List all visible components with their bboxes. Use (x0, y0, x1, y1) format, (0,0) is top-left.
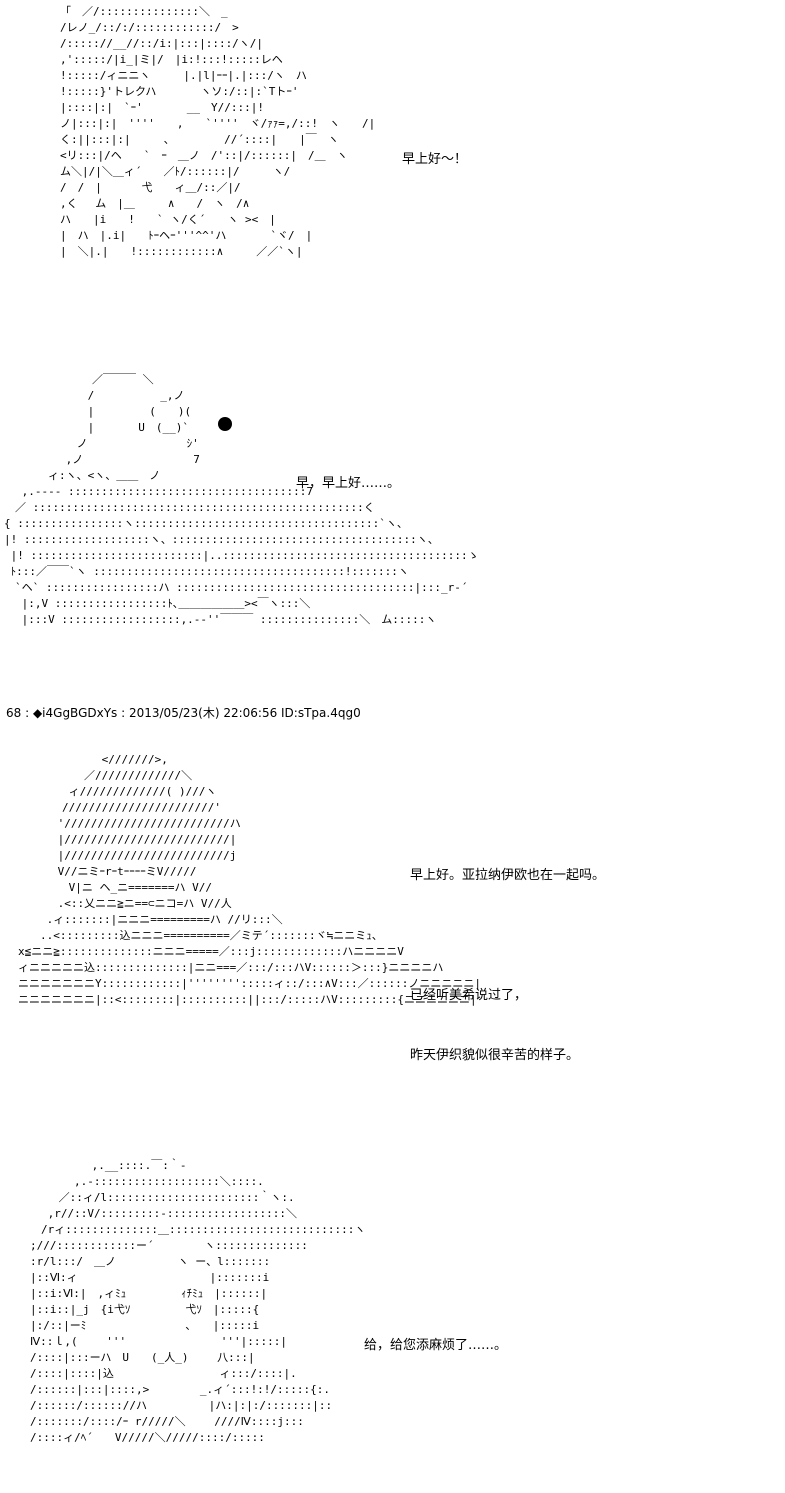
art-line: /::::|::::|込 ィ:::/::::|. (30, 1367, 297, 1380)
art-line: /::::::/:::::://ハ |ハ:|:|:/:::::::|:: (30, 1399, 333, 1412)
art-line: /::::|:::ーハ U (_人_) 八:::| (30, 1351, 255, 1364)
art-line: ,r//::V/:::::::::-::::::::::::::::::＼ (30, 1207, 298, 1220)
art-line: ニニニニニニニY::::::::::::|'''''''':::::ィ::/::… (18, 977, 482, 990)
art-line: 「 ／/:::::::::::::::＼ _ (60, 5, 228, 18)
art-line: !:::::}'トレクハ ヽソ:/::|:`Tトｰ' (60, 85, 299, 98)
art-line: { ::::::::::::::::ヽ:::::::::::::::::::::… (4, 517, 408, 530)
art-line: '/////////////////////////ハ (18, 817, 241, 830)
art-line: `ヘ` :::::::::::::::::ハ :::::::::::::::::… (4, 581, 468, 594)
art-line: !:::::/ィニニヽ |.|l|ｰｰ|.|:::/ヽ ハ (60, 69, 307, 82)
art-line: .ィ:::::::|ニニニ=========ハ //リ:::＼ (18, 913, 283, 926)
art-line: ／/////////////＼ (18, 769, 193, 782)
art-line: /::::ィ/ﾍ´ V/////＼/////::::/::::: (30, 1431, 265, 1444)
art-line: ／￣￣￣ ＼ (4, 373, 154, 386)
art-line: / / | 弋 ィ＿/::／|/ (60, 181, 241, 194)
ascii-art-4: ,.__::::.￣:｀- ,.-:::::::::::::::::::＼:::… (30, 1158, 365, 1446)
dialogue-line: 给，给您添麻烦了……。 (364, 1338, 508, 1353)
art-line: V//ニミｰrｰtｰｰｰｰミV///// (18, 865, 197, 878)
art-line: ノ ｼ' (4, 437, 199, 450)
dialogue-line: 早上好～！ (402, 152, 468, 167)
dialogue-line: 早上好。亚拉纳伊欧也在一起吗。 (410, 868, 606, 883)
art-line: | ( )( (4, 405, 192, 418)
art-line: .<::乂ニニ≧ニ==⊂ニコ=ハ V//人 (18, 897, 232, 910)
art-line: | U (__)` (4, 421, 189, 434)
dialogue-line: 早，早上好……。 (296, 476, 401, 491)
dialogue-line (410, 926, 605, 946)
art-line: ム＼|/|＼＿ィ´ ／ﾄ/::::::|/ ヽ/ (60, 165, 291, 178)
art-line: ..<:::::::::込ニニニ==========／ミテ´:::::::ヾ≒ニ… (18, 929, 383, 942)
art-line: ィ/////////////( )///ヽ (18, 785, 217, 798)
art-line: ／ ::::::::::::::::::::::::::::::::::::::… (4, 501, 375, 514)
art-line: |::Ⅵ:ィ |:::::::i (30, 1271, 270, 1284)
art-line: |/////////////////////////j (18, 849, 237, 862)
art-line: ニニニニニニニ|::<::::::::|::::::::::||:::/::::… (18, 993, 477, 1006)
art-line: Ⅳ::ｌ,( ''' '''|:::::| (30, 1335, 287, 1348)
art-line: ,':::::/|i_|ミ|/ |i:!:::!:::::レヘ (60, 53, 283, 66)
art-line: ,ノ 7 (4, 453, 200, 466)
art-line: /:::::::/::::/ｰ r/////＼ ////Ⅳ::::j::: (30, 1415, 304, 1428)
art-line: ハ |i ! ` ヽ/く´ ヽ >< | (60, 213, 276, 226)
art-line: |::i:Ⅵ:| ,ィﾐｭ ｨﾁﾐｭ |::::::| (30, 1287, 268, 1300)
art-line: ノ|:::|:| '''' , `'''' ヾ/ｧｧ=,/::! ヽ /| (60, 117, 376, 130)
ascii-art-1: 「 ／/:::::::::::::::＼ _/レノ_/::/:/::::::::… (60, 4, 375, 260)
art-line: ,く ム |＿ ∧ / ヽ /∧ (60, 197, 250, 210)
dialogue-1: 早上好～！ (402, 110, 467, 210)
art-line: ィ:ヽ、<ヽ、＿＿ ノ (4, 469, 161, 482)
art-line: ,.-:::::::::::::::::::＼::::. (30, 1175, 264, 1188)
art-line: ;///::::::::::::ー´ ヽ:::::::::::::: (30, 1239, 308, 1252)
art-line: /rィ::::::::::::::＿::::::::::::::::::::::… (30, 1223, 366, 1236)
ascii-art-2: ／￣￣￣ ＼ / _,ノ | ( )( | U (__)` ノ ｼ' ,ノ 7 … (4, 372, 479, 628)
art-line: /::::::|:::|::::,> _.ィ´:::!:!/:::::{:. (30, 1383, 331, 1396)
art-line: /レノ_/::/:/::::::::::::/ > (60, 21, 239, 34)
art-line: /::::://__//::/i:|:::|::::/ヽ/| (60, 37, 264, 50)
art-line: ,.__::::.￣:｀- (30, 1159, 187, 1172)
eye-dot (218, 417, 232, 431)
art-line: | ハ |.i| ﾄｰヘｰ'''^^'ハ `ヾ/ | (60, 229, 313, 242)
art-line: |::i::|_j {i弋ｿ 弋ｿ |:::::{ (30, 1303, 260, 1316)
dialogue-line: 昨天伊织貌似很辛苦的样子。 (410, 1048, 580, 1063)
art-line: ィニニニニニ込::::::::::::::|ニニ===／:::/:::ハV:::… (18, 961, 444, 974)
dialogue-line: 已经听美希说过了， (410, 988, 528, 1003)
art-line: :r/l:::/ ＿ノ ヽ ー、l::::::: (30, 1255, 271, 1268)
art-line: |! :::::::::::::::::::ヽ、::::::::::::::::… (4, 533, 439, 546)
art-line: ///////////////////////' (18, 801, 221, 814)
art-line: | ＼|.| !::::::::::::∧ ／／`ヽ| (60, 245, 303, 258)
art-line: <リ:::|/ヘ ` ｰ ＿ノ /'::|/::::::| /＿ ヽ (60, 149, 348, 162)
art-line: く:||:::|:| 、 //´::::| |￣ ヽ (60, 133, 339, 146)
art-line: |:,V :::::::::::::::::ﾄ､＿＿＿＿＿＿><￣ヽ:::＼ (4, 597, 311, 610)
dialogue-3: 早上好。亚拉纳伊欧也在一起吗。 已经听美希说过了， 昨天伊织貌似很辛苦的样子。 (410, 826, 605, 1106)
art-line: / _,ノ (4, 389, 185, 402)
dialogue-4: 给，给您添麻烦了……。 (364, 1296, 507, 1396)
art-line: ／::ィ/l:::::::::::::::::::::::｀ヽ:. (30, 1191, 295, 1204)
art-line: |:/::|ーﾐ 、 |:::::i (30, 1319, 260, 1332)
art-line: x≦ニニ≧::::::::::::::ニニニ=====／:::j::::::::… (18, 945, 404, 958)
art-line: V|ニ ヘ_ニ=======ハ V// (18, 881, 212, 894)
ascii-art-3: <///////>, ／/////////////＼ ィ////////////… (18, 752, 481, 1008)
art-line: |! ::::::::::::::::::::::::::|..::::::::… (4, 549, 479, 562)
dialogue-2: 早，早上好……。 (296, 434, 400, 534)
art-line: |/////////////////////////| (18, 833, 237, 846)
art-line: ﾄ:::／￣￣`ヽ ::::::::::::::::::::::::::::::… (4, 565, 409, 578)
post-header: 68 : ◆i4GgBGDxYs : 2013/05/23(木) 22:06:5… (6, 706, 361, 720)
art-line: <///////>, (18, 753, 168, 766)
art-line: |::::|:| `ｰ' __ Y//:::|! (60, 101, 264, 114)
art-line: ,.--‐‐ :::::::::::::::::::::::::::::::::… (4, 485, 314, 498)
art-line: |:::V ::::::::::::::::::,.-‐''￣￣￣ ::::::… (4, 613, 437, 626)
